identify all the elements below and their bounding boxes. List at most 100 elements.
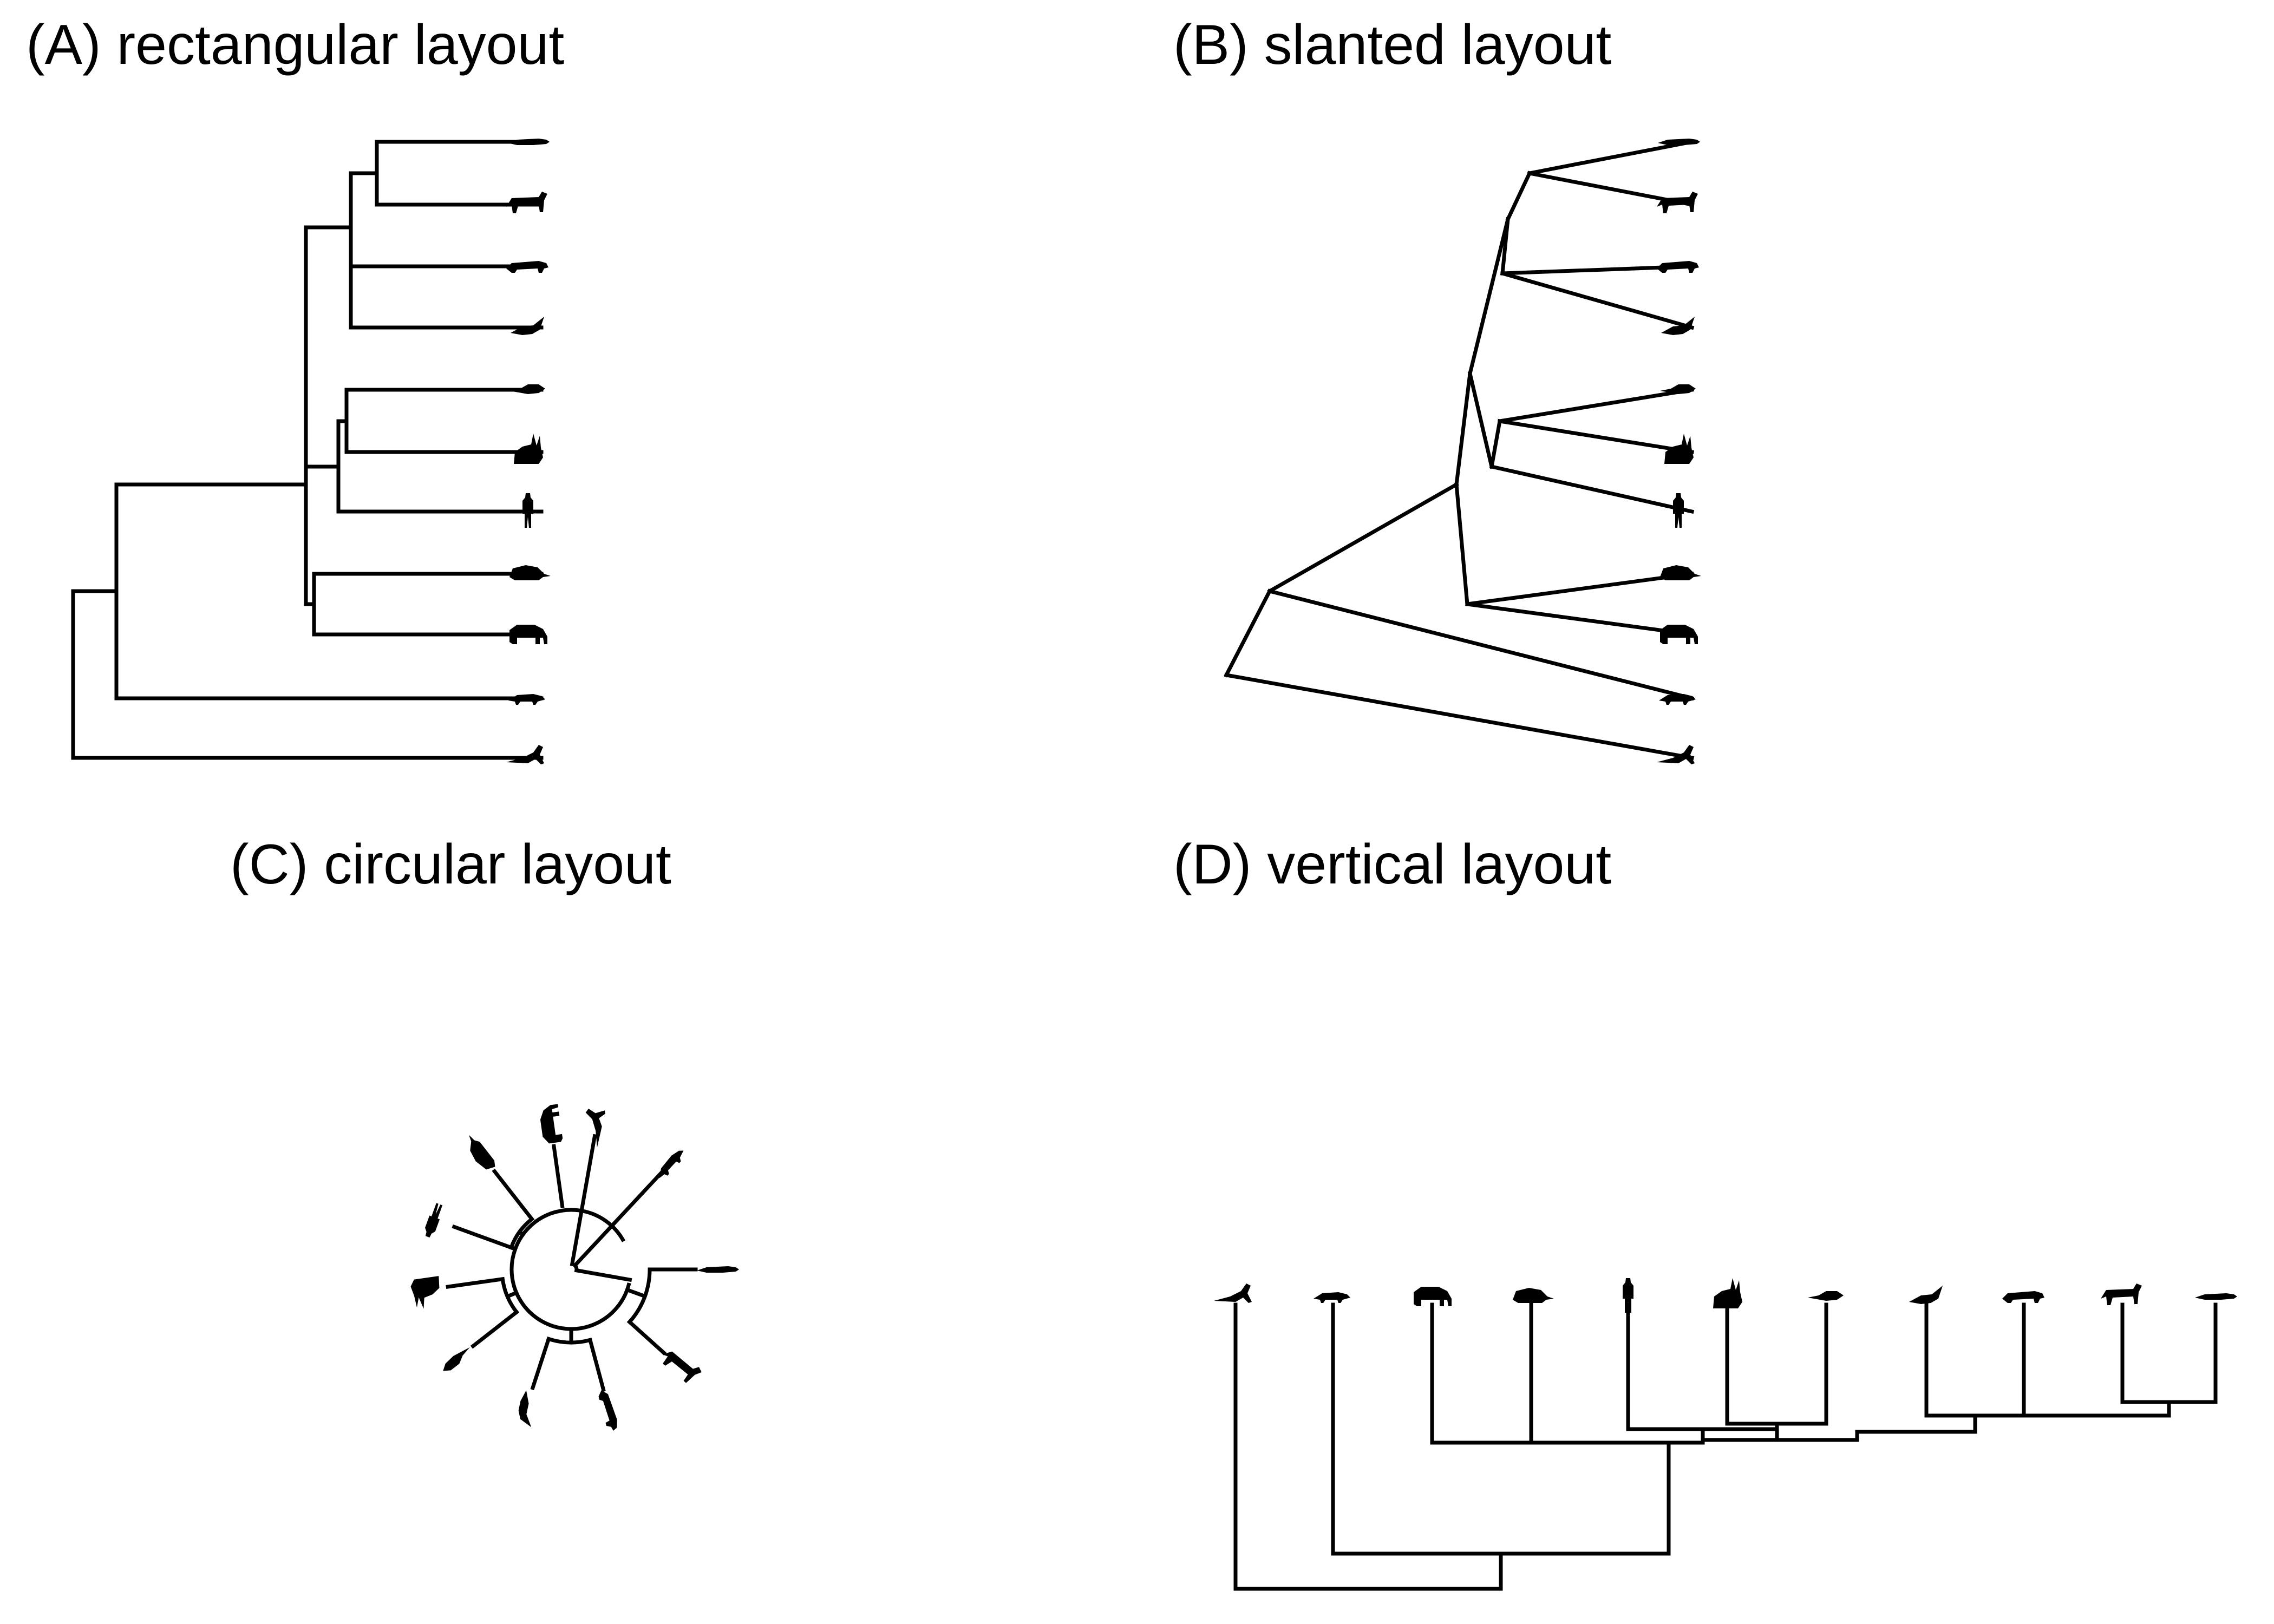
kangaroo-silhouette xyxy=(1657,745,1695,764)
human-silhouette xyxy=(1673,493,1684,528)
panel-c-title: (C) circular layout xyxy=(230,833,671,896)
human-silhouette xyxy=(425,1203,443,1237)
branch-eutheria xyxy=(1454,371,1472,606)
rat-silhouette xyxy=(443,1347,470,1371)
panel-a-branches xyxy=(71,140,544,760)
civet-silhouette xyxy=(598,1390,617,1431)
branch-rat-rabbit xyxy=(1497,387,1695,455)
rat-silhouette xyxy=(1660,384,1696,394)
panel-c-tips xyxy=(410,1104,739,1431)
branch-human-join xyxy=(1626,1302,1779,1442)
branch-human-join xyxy=(336,419,544,514)
kangaroo-silhouette xyxy=(1214,1284,1252,1303)
panel-c-tree xyxy=(410,1104,739,1431)
civet-silhouette xyxy=(1657,261,1699,273)
platypus-silhouette xyxy=(507,139,550,145)
panel-d-tree xyxy=(1214,1278,2237,1591)
rat-silhouette xyxy=(1808,1291,1844,1301)
panel-a-tips xyxy=(506,139,551,764)
branch-horse-silhouette xyxy=(626,1319,666,1355)
platypus-silhouette xyxy=(697,1266,739,1273)
branch-elephant-silhouette xyxy=(552,1144,565,1209)
armadillo-silhouette xyxy=(469,1135,495,1170)
branch-rat-rabbit xyxy=(1725,1302,1828,1426)
branch-civet-silhouette xyxy=(587,1338,606,1392)
panel-b-branches xyxy=(1224,139,1695,761)
branch-bat-silhouette xyxy=(530,1336,551,1391)
branch-rat-rabbit xyxy=(344,388,544,454)
horse-silhouette xyxy=(506,192,547,213)
panel-d: (D) vertical layout xyxy=(1173,833,2237,1591)
human-silhouette xyxy=(1623,1278,1633,1313)
branch-eutheria xyxy=(1479,1440,1705,1556)
branch-armadillo-elephant xyxy=(312,572,544,637)
panel-b-tree xyxy=(1224,139,1701,764)
bat-silhouette xyxy=(1661,317,1695,335)
branch-laurasia-inner xyxy=(349,171,379,330)
rat-silhouette xyxy=(509,384,545,394)
branch-platypus-horse xyxy=(375,140,544,207)
civet-silhouette xyxy=(506,261,548,273)
branch-civet-bat-arc xyxy=(546,1327,593,1345)
branch-civet-bat xyxy=(1924,1302,2026,1418)
panel-a: (A) rectangular layout xyxy=(26,14,564,764)
branch-platypus-horse-arc xyxy=(624,1267,652,1325)
panel-c: (C) circular layout xyxy=(230,833,739,1431)
branch-laurasia xyxy=(1973,1400,2171,1434)
opossum-silhouette xyxy=(508,694,545,705)
branch-human-silhouette xyxy=(452,1224,518,1252)
branch-boreo xyxy=(1701,1430,1977,1442)
branch-civet-bat xyxy=(1500,264,1695,330)
branch-root xyxy=(1233,1302,1503,1591)
branch-human-join xyxy=(1489,418,1695,514)
branch-armadillo-elephant-arc xyxy=(508,1216,535,1250)
panel-d-tips xyxy=(1214,1278,2237,1313)
armadillo-silhouette xyxy=(1513,1288,1554,1303)
platypus-silhouette xyxy=(1658,139,1700,145)
branch-platypus-horse xyxy=(1527,139,1695,207)
branch-therian xyxy=(114,482,544,700)
civet-silhouette xyxy=(2002,1291,2044,1303)
branch-armadillo-silhouette xyxy=(492,1168,535,1222)
human-silhouette xyxy=(522,493,533,528)
branch-civet-bat xyxy=(349,264,544,330)
rabbit-silhouette xyxy=(410,1276,440,1309)
panel-b-tips xyxy=(1657,139,1701,764)
branch-rat-rabbit-arc xyxy=(500,1276,520,1315)
bat-silhouette xyxy=(511,317,544,335)
panel-a-title: (A) rectangular layout xyxy=(26,14,564,76)
branch-boreo xyxy=(1467,217,1511,469)
branch-armadillo-elephant xyxy=(1430,1302,1533,1445)
branch-platypus-horse xyxy=(2120,1302,2218,1404)
branch-therian xyxy=(1331,1302,1671,1591)
branch-root xyxy=(1224,588,1695,761)
opossum-silhouette xyxy=(1659,694,1696,705)
branch-eutheria xyxy=(304,225,353,469)
panel-b: (B) slanted layout xyxy=(1173,14,1701,764)
panel-a-tree xyxy=(71,139,551,764)
horse-silhouette xyxy=(2101,1284,2142,1305)
armadillo-silhouette xyxy=(1660,565,1701,580)
panel-c-branches xyxy=(446,1134,698,1392)
branch-rat-silhouette xyxy=(470,1309,520,1349)
opossum-silhouette xyxy=(659,1150,684,1178)
platypus-silhouette xyxy=(2195,1293,2237,1300)
elephant-silhouette xyxy=(1660,625,1698,644)
rabbit-silhouette xyxy=(1713,1278,1742,1308)
rabbit-silhouette xyxy=(514,434,543,464)
branch-armadillo-elephant xyxy=(1465,572,1694,637)
rabbit-silhouette xyxy=(1664,434,1694,464)
armadillo-silhouette xyxy=(509,565,551,580)
branch-main-stem xyxy=(574,1268,632,1282)
branch-main-arc xyxy=(509,1208,631,1331)
branch-root xyxy=(71,589,544,760)
branch-eutheria-inner xyxy=(304,464,341,606)
kangaroo-silhouette xyxy=(506,745,544,764)
opossum-silhouette xyxy=(1314,1292,1350,1303)
branch-laurasia-a xyxy=(1505,171,1532,222)
panel-b-title: (B) slanted layout xyxy=(1173,14,1611,76)
bat-silhouette xyxy=(518,1390,532,1427)
horse-silhouette xyxy=(662,1351,702,1383)
elephant-silhouette xyxy=(540,1104,563,1144)
